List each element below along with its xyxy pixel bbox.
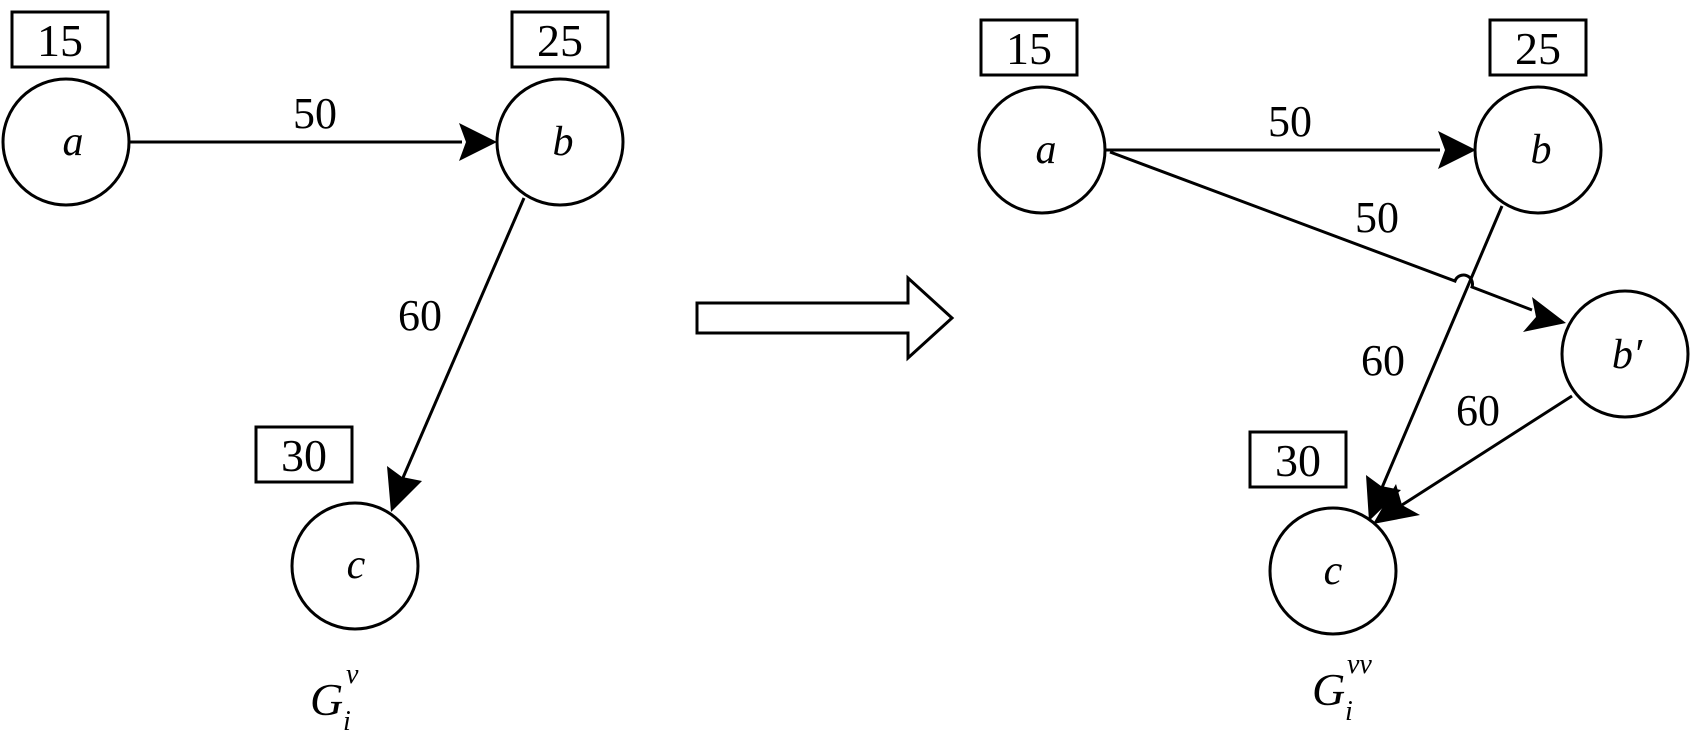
right-node-b-weight: 25 bbox=[1515, 23, 1561, 74]
right-edge-a-bprime-arrowhead bbox=[1523, 297, 1566, 332]
right-edge-b-c-line bbox=[1379, 205, 1504, 491]
right-edge-b-c-arrowhead bbox=[1366, 475, 1401, 521]
right-node-c: 30 c bbox=[1248, 430, 1398, 636]
right-node-a-label: a bbox=[1036, 127, 1057, 173]
right-graph-caption-sup: vv bbox=[1347, 649, 1372, 680]
left-node-c-weight: 30 bbox=[281, 430, 327, 481]
left-edge-a-b: 50 bbox=[130, 89, 497, 161]
left-edge-b-c-label: 60 bbox=[398, 291, 442, 340]
left-edge-a-b-label: 50 bbox=[293, 89, 337, 138]
left-node-a-circle bbox=[1, 77, 131, 207]
right-edge-a-bprime-label: 50 bbox=[1355, 193, 1399, 242]
left-node-a-weight: 15 bbox=[37, 15, 83, 66]
left-graph-caption: G v i bbox=[310, 659, 359, 737]
left-node-b-label: b bbox=[553, 119, 574, 165]
right-edge-bprime-c-line bbox=[1401, 394, 1573, 507]
left-graph-caption-sub: i bbox=[343, 706, 351, 737]
left-node-b-circle bbox=[495, 77, 625, 207]
left-graph-caption-base: G bbox=[310, 674, 343, 725]
right-node-b-label: b bbox=[1531, 127, 1552, 173]
right-edge-bprime-c-label: 60 bbox=[1456, 386, 1500, 435]
right-edge-a-b-arrowhead bbox=[1438, 131, 1476, 169]
right-node-a: 15 a bbox=[977, 18, 1107, 215]
right-node-b-weight-box bbox=[1488, 18, 1588, 77]
right-graph: 50 60 50 60 15 a 25 bbox=[977, 18, 1690, 727]
right-graph-caption-sub: i bbox=[1345, 696, 1353, 727]
right-node-bprime: b′ bbox=[1560, 289, 1690, 419]
left-node-b: 25 b bbox=[495, 10, 625, 207]
right-edge-a-bprime-line bbox=[1109, 150, 1533, 312]
left-graph-caption-sup: v bbox=[346, 659, 359, 690]
right-node-b: 25 b bbox=[1473, 18, 1603, 215]
right-edge-a-b: 50 bbox=[1105, 97, 1476, 169]
left-edge-b-c: 60 bbox=[387, 197, 526, 512]
right-graph-caption: G vv i bbox=[1312, 649, 1372, 727]
left-edge-b-c-arrowhead bbox=[387, 466, 422, 512]
right-node-a-circle bbox=[977, 85, 1107, 215]
left-node-a: 15 a bbox=[1, 10, 131, 207]
right-node-c-circle bbox=[1268, 506, 1398, 636]
transform-arrow-icon bbox=[695, 274, 955, 362]
right-node-a-weight: 15 bbox=[1006, 23, 1052, 74]
left-node-c-weight-box bbox=[254, 425, 354, 484]
left-node-a-weight-box bbox=[10, 10, 110, 69]
left-node-c-circle bbox=[290, 501, 420, 631]
left-node-b-weight: 25 bbox=[537, 15, 583, 66]
right-edge-a-bprime: 50 bbox=[1109, 150, 1566, 332]
right-edge-a-b-label: 50 bbox=[1268, 97, 1312, 146]
right-graph-caption-base: G bbox=[1312, 664, 1345, 715]
right-node-c-label: c bbox=[1324, 548, 1343, 594]
right-edge-b-c-label: 60 bbox=[1361, 336, 1405, 385]
left-node-c-label: c bbox=[347, 542, 366, 588]
left-edge-a-b-arrowhead bbox=[459, 123, 497, 161]
right-node-c-weight: 30 bbox=[1275, 435, 1321, 486]
right-edge-bprime-c: 60 bbox=[1373, 386, 1573, 524]
right-node-b-circle bbox=[1473, 85, 1603, 215]
left-node-c: 30 c bbox=[254, 425, 420, 631]
right-node-bprime-label: b′ bbox=[1612, 332, 1643, 378]
left-graph: 50 60 15 a 25 b 30 c bbox=[1, 10, 625, 737]
right-edge-b-c: 60 bbox=[1361, 205, 1504, 521]
right-node-bprime-circle bbox=[1560, 289, 1690, 419]
right-node-c-weight-box bbox=[1248, 430, 1348, 489]
left-edge-b-c-line bbox=[400, 197, 526, 481]
right-node-a-weight-box bbox=[979, 18, 1079, 77]
right-edge-bprime-c-arrowhead bbox=[1373, 484, 1420, 524]
left-node-b-weight-box bbox=[510, 10, 610, 69]
left-node-a-label: a bbox=[63, 119, 84, 165]
